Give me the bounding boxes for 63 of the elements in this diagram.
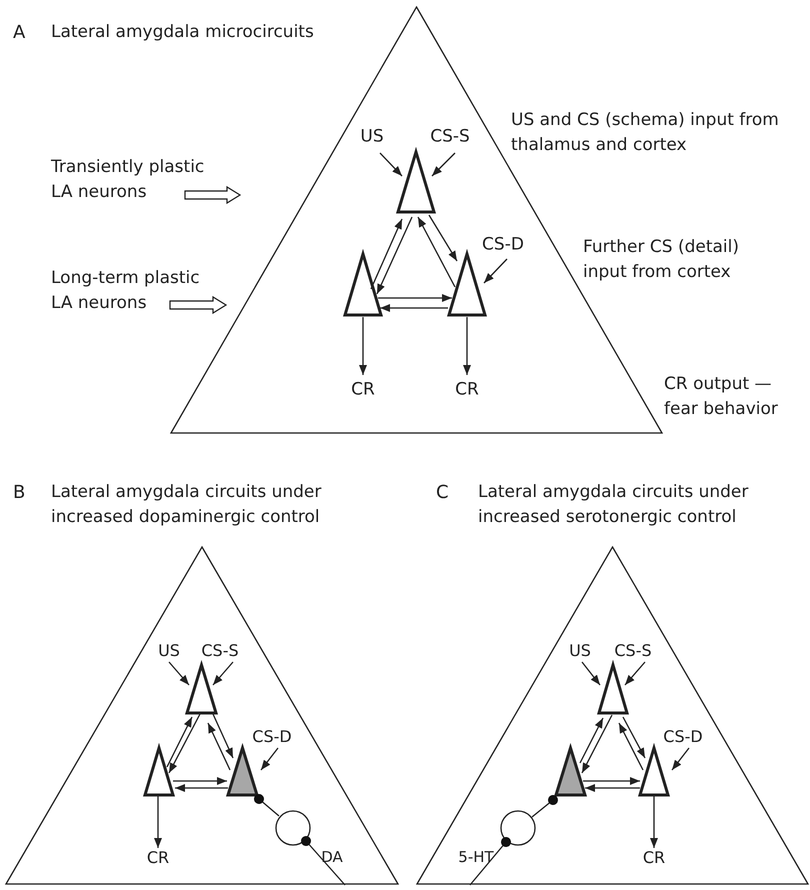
panel-letter: B (13, 481, 26, 505)
arrow (583, 777, 640, 785)
arrow (671, 748, 690, 770)
signal-label: US (569, 642, 591, 660)
signal-label: CS-S (614, 642, 652, 660)
annotation-text: Lateral amygdala microcircuits (51, 21, 315, 44)
signal-label: CS-D (482, 236, 524, 254)
signal-label: CS-D (252, 728, 292, 746)
arrow (618, 722, 644, 770)
arrow (581, 662, 601, 686)
signal-label: CS-D (663, 728, 703, 746)
annotation-text: US and CS (schema) input from thalamus and cortex (511, 109, 780, 157)
signal-label: CR (146, 849, 170, 867)
arrow (624, 662, 646, 686)
signal-label: CR (455, 380, 479, 400)
hollow-arrow (169, 296, 228, 314)
arrow (463, 317, 471, 375)
signal-label: CR (351, 380, 375, 400)
arrow (484, 258, 508, 284)
signal-label: CS-S (201, 642, 239, 660)
arrow (380, 152, 402, 176)
arrow (212, 662, 234, 686)
arrow (378, 294, 452, 302)
panel-letter: C (436, 481, 449, 505)
arrow (175, 784, 228, 792)
arrow (207, 722, 231, 770)
signal-label: CR (642, 849, 666, 867)
hollow-arrow (184, 186, 242, 204)
arrow (376, 216, 413, 294)
arrow (212, 714, 234, 758)
arrow (650, 796, 658, 848)
arrow (432, 152, 456, 176)
arrow (168, 662, 190, 686)
synapse-line (470, 837, 511, 886)
annotation-text: Lateral amygdala circuits under increased dopaminergic control (51, 481, 322, 529)
transmitter-label: 5-HT (458, 848, 494, 866)
arrow (622, 716, 646, 758)
annotation-text: CR output — fear behavior (664, 373, 779, 421)
annotation-text: Lateral amygdala circuits under increased serotonergic control (478, 481, 750, 529)
arrow (579, 718, 604, 764)
arrow (428, 214, 458, 262)
annotation-text: Further CS (detail) input from cortex (583, 236, 740, 284)
annotation-text: Transiently plastic LA neurons (51, 155, 226, 204)
synapse-line (532, 795, 558, 818)
synapse-line (301, 836, 346, 886)
arrow (359, 317, 367, 375)
signal-label: US (360, 128, 384, 146)
synapse-line (254, 794, 280, 816)
arrow (168, 714, 201, 774)
signal-label: CS-S (430, 128, 470, 146)
transmitter-label: DA (321, 848, 343, 866)
arrow (581, 714, 613, 774)
arrow (417, 216, 456, 288)
annotation-text: Long-term plastic LA neurons (51, 266, 226, 316)
arrow (166, 716, 193, 768)
arrow (380, 304, 448, 312)
signal-label: US (158, 642, 180, 660)
panel-letter: A (13, 21, 26, 45)
arrow (173, 777, 227, 785)
arrow (260, 748, 279, 770)
arrow (154, 796, 162, 848)
arrow (370, 218, 403, 290)
arrow (585, 784, 640, 792)
